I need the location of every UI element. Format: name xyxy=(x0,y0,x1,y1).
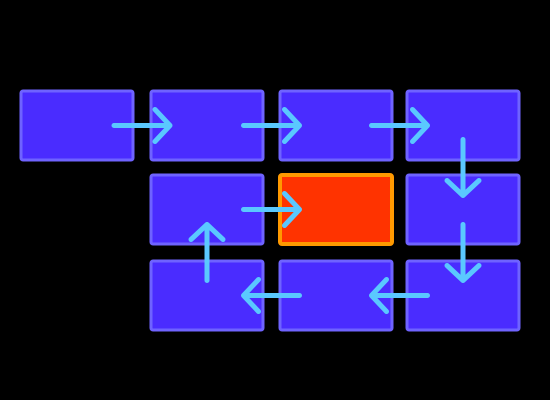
arrow-left-icon xyxy=(241,277,302,314)
arrow-right-icon xyxy=(111,107,173,144)
arrow-up-icon xyxy=(188,222,226,283)
arrow-right-icon xyxy=(241,107,302,144)
arrow-down-icon xyxy=(444,137,482,198)
arrow-right-icon xyxy=(369,107,430,144)
arrow-down-icon xyxy=(444,222,482,283)
arrow-left-icon xyxy=(369,277,430,314)
arrow-right-icon xyxy=(241,191,302,228)
arrows-layer xyxy=(111,107,482,314)
tiles-layer xyxy=(19,89,521,332)
